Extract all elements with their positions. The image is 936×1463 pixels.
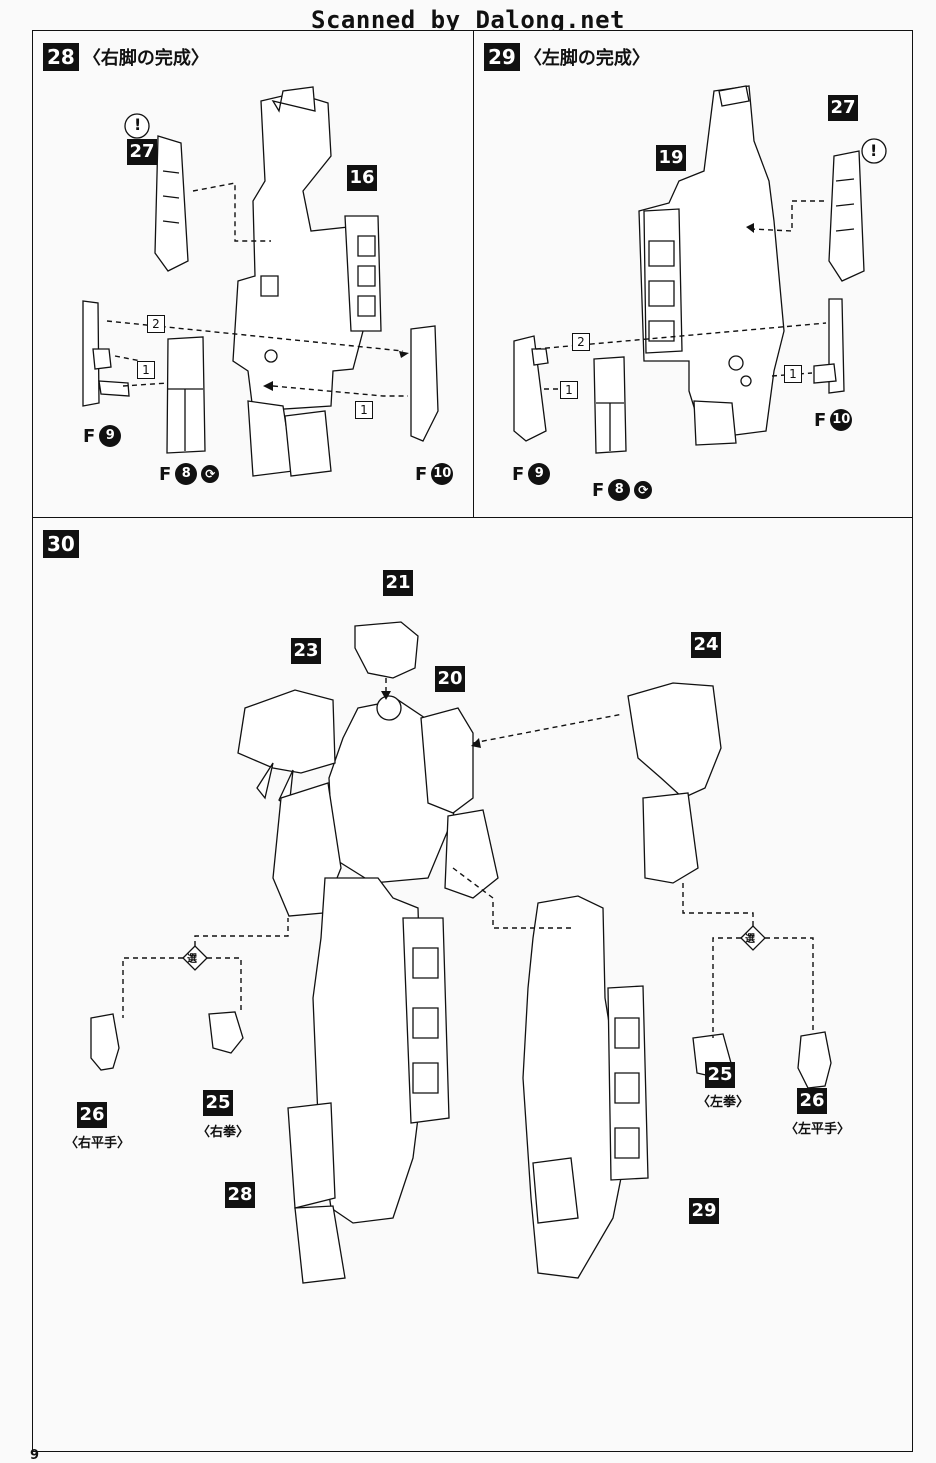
order-marker-1: 1 bbox=[560, 381, 578, 399]
runner-letter: F bbox=[83, 425, 96, 447]
caution-icon: ! bbox=[870, 141, 878, 160]
part-27-badge: 27 bbox=[828, 95, 858, 121]
step-29-header: 29 〈左脚の完成〉 bbox=[484, 43, 650, 71]
part-27-badge: 27 bbox=[127, 139, 157, 165]
page-number: 9 bbox=[30, 1448, 40, 1463]
part-26-right-badge: 26 bbox=[77, 1102, 107, 1128]
step-29-number: 29 bbox=[484, 43, 520, 71]
part-20-badge: 20 bbox=[435, 666, 465, 692]
runner-f9-tag: F 9 bbox=[512, 463, 551, 485]
right-fist-label: 〈右拳〉 bbox=[197, 1125, 250, 1140]
order-marker-2: 2 bbox=[147, 315, 165, 333]
runner-number: 8 bbox=[608, 479, 631, 501]
tool-indicator-icon: ⟳ bbox=[201, 465, 220, 483]
runner-number: 9 bbox=[528, 463, 551, 485]
runner-letter: F bbox=[592, 479, 605, 501]
runner-number: 10 bbox=[431, 463, 454, 485]
runner-letter: F bbox=[415, 463, 428, 485]
runner-letter: F bbox=[159, 463, 172, 485]
step-30-number: 30 bbox=[43, 530, 79, 558]
part-23-badge: 23 bbox=[291, 638, 321, 664]
part-19-badge: 19 bbox=[656, 145, 686, 171]
part-25-left-badge: 25 bbox=[705, 1062, 735, 1088]
scan-credit: Scanned by Dalong.net bbox=[311, 6, 625, 34]
part-21-badge: 21 bbox=[383, 570, 413, 596]
runner-f9-tag: F 9 bbox=[83, 425, 122, 447]
runner-letter: F bbox=[512, 463, 525, 485]
full-body-assembly-illustration bbox=[90, 621, 832, 1284]
step-28-title: 〈右脚の完成〉 bbox=[82, 48, 209, 69]
order-marker-1: 1 bbox=[784, 365, 802, 383]
runner-number: 10 bbox=[830, 409, 853, 431]
step-30-header: 30 bbox=[43, 530, 79, 558]
runner-f10-tag: F 10 bbox=[814, 409, 853, 431]
step-28-number: 28 bbox=[43, 43, 79, 71]
part-26-left-badge: 26 bbox=[797, 1088, 827, 1114]
part-29-badge: 29 bbox=[689, 1198, 719, 1224]
step-29-panel: 29 〈左脚の完成〉 19 27 bbox=[473, 30, 913, 518]
part-28-badge: 28 bbox=[225, 1182, 255, 1208]
order-marker-1: 1 bbox=[355, 401, 373, 419]
runner-f10-tag: F 10 bbox=[415, 463, 454, 485]
runner-f8-tag: F 8 ⟳ bbox=[592, 479, 653, 501]
right-open-hand-label: 〈右平手〉 bbox=[65, 1136, 131, 1151]
left-fist-label: 〈左拳〉 bbox=[697, 1095, 750, 1110]
tool-indicator-icon: ⟳ bbox=[634, 481, 653, 499]
left-open-hand-label: 〈左平手〉 bbox=[785, 1122, 851, 1137]
part-25-right-badge: 25 bbox=[203, 1090, 233, 1116]
order-marker-1: 1 bbox=[137, 361, 155, 379]
runner-number: 8 bbox=[175, 463, 198, 485]
step-28-panel: 28 〈右脚の完成〉 bbox=[32, 30, 474, 518]
caution-icon: ! bbox=[134, 115, 142, 134]
runner-letter: F bbox=[814, 409, 827, 431]
right-leg-assembly-illustration bbox=[82, 86, 439, 477]
choice-mark-icon: 選 bbox=[187, 954, 197, 965]
runner-f8-tag: F 8 ⟳ bbox=[159, 463, 220, 485]
part-16-badge: 16 bbox=[347, 165, 377, 191]
order-marker-2: 2 bbox=[572, 333, 590, 351]
step-30-panel: 30 bbox=[32, 517, 913, 1452]
step-29-title: 〈左脚の完成〉 bbox=[523, 48, 650, 69]
part-24-badge: 24 bbox=[691, 632, 721, 658]
runner-number: 9 bbox=[99, 425, 122, 447]
choice-mark-icon: 選 bbox=[745, 934, 755, 945]
step-28-header: 28 〈右脚の完成〉 bbox=[43, 43, 209, 71]
